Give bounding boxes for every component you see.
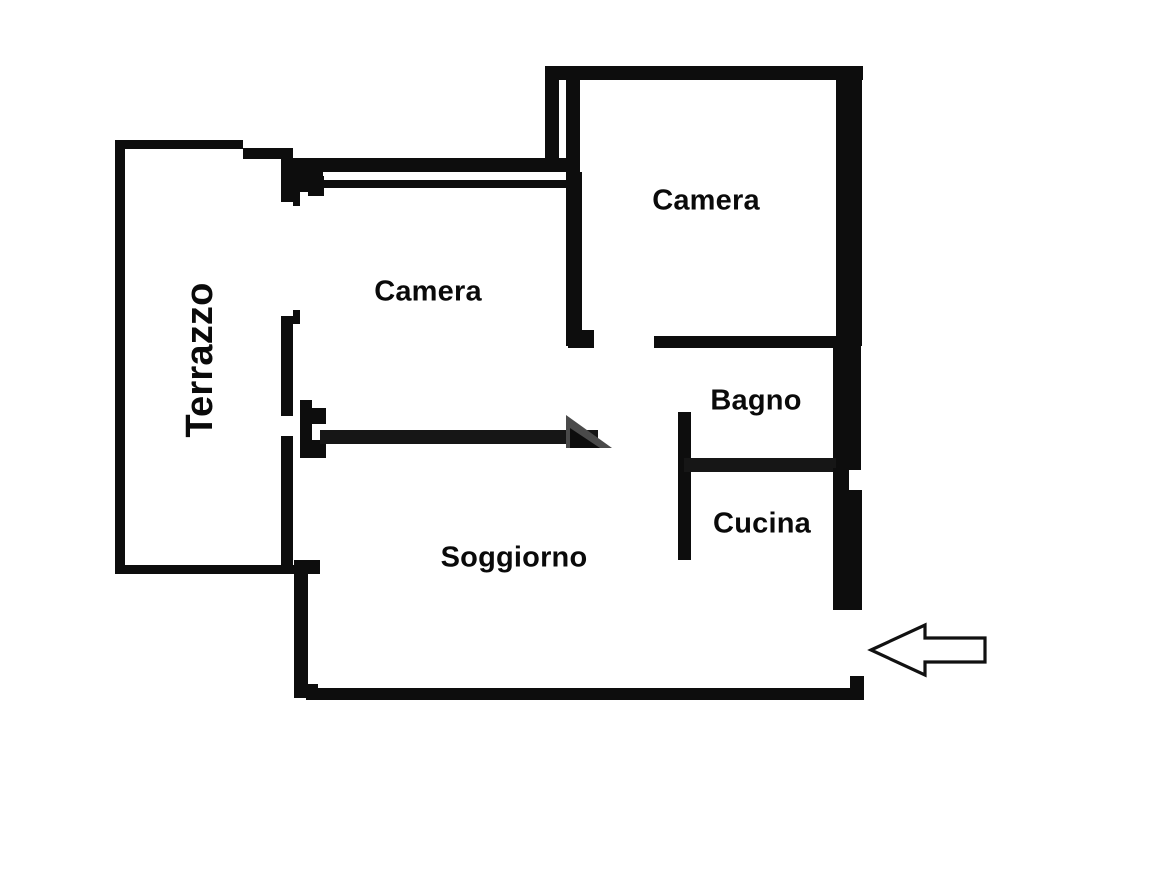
soggiorno-walls bbox=[294, 560, 864, 700]
terrazzo-walls bbox=[115, 140, 301, 574]
room-label-soggiorno: Soggiorno bbox=[440, 541, 588, 574]
bagno-cucina-walls bbox=[678, 346, 862, 610]
camera-left-walls bbox=[286, 158, 594, 348]
room-label-camera-left: Camera bbox=[374, 275, 482, 308]
room-label-bagno: Bagno bbox=[710, 384, 802, 417]
camera-top-right-walls bbox=[545, 66, 863, 348]
soggiorno-divider-wall bbox=[300, 400, 612, 458]
room-label-camera-top-right: Camera bbox=[652, 184, 760, 217]
room-label-terrazzo: Terrazzo bbox=[179, 282, 221, 438]
room-label-cucina: Cucina bbox=[713, 507, 811, 540]
entrance-arrow-icon bbox=[867, 622, 987, 678]
